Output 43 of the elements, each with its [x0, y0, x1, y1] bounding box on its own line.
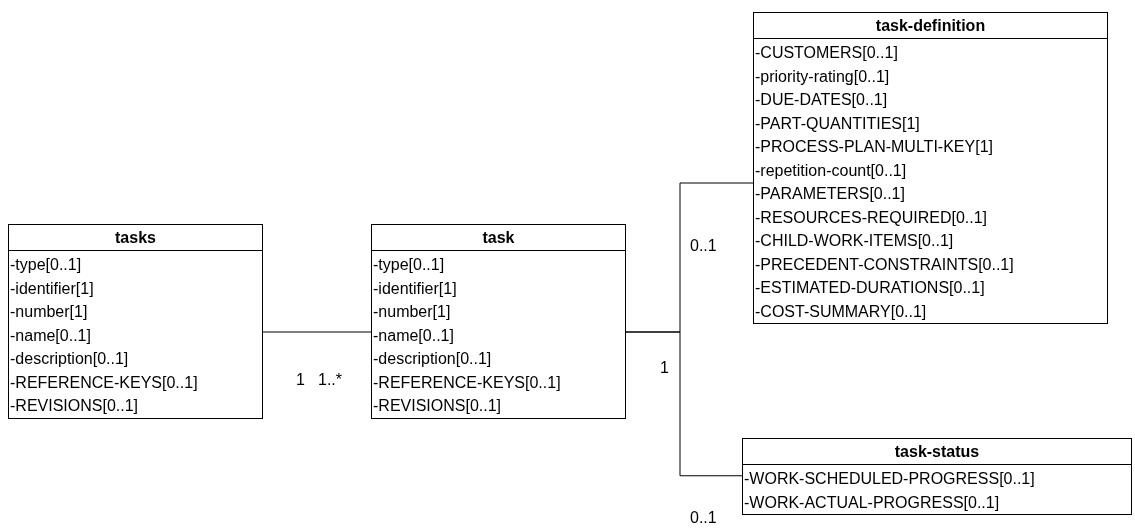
class-name: task-status [743, 439, 1131, 465]
attribute-text: -REFERENCE-KEYS[0..1] [9, 372, 198, 393]
attribute-text: -number[1] [9, 302, 88, 322]
attribute-text: -RESOURCES-REQUIRED[0..1] [754, 207, 988, 228]
attribute-text: -priority-rating[0..1] [754, 66, 890, 87]
attribute-text: -WORK-SCHEDULED-PROGRESS[0..1] [743, 469, 1035, 489]
class-box [742, 438, 1132, 515]
attribute-text: -DUE-DATES[0..1] [754, 90, 888, 110]
association-line [262, 331, 372, 333]
association-line [625, 331, 743, 477]
attribute-text: -CUSTOMERS[0..1] [754, 43, 898, 63]
attribute-text: -COST-SUMMARY[0..1] [754, 301, 927, 322]
attribute-text: -repetition-count[0..1] [754, 160, 907, 181]
class-name: task-definition [754, 13, 1107, 39]
multiplicity-label: 0..1 [690, 236, 717, 256]
attribute-text: -PART-QUANTITIES[1] [754, 113, 920, 134]
class-box [8, 224, 263, 419]
class-box [753, 12, 1108, 324]
attribute-text: -number[1] [372, 302, 451, 322]
attribute-text: -PARAMETERS[0..1] [754, 184, 905, 204]
class-box [371, 224, 626, 419]
attribute-text: -WORK-ACTUAL-PROGRESS[0..1] [743, 492, 1000, 513]
attribute-text: -type[0..1] [372, 255, 445, 275]
attribute-text: -description[0..1] [372, 349, 492, 369]
multiplicity-label: 1 [296, 370, 305, 390]
attribute-text: -ESTIMATED-DURATIONS[0..1] [754, 278, 985, 298]
attribute-text: -PROCESS-PLAN-MULTI-KEY[1] [754, 137, 993, 157]
attribute-text: -REVISIONS[0..1] [9, 396, 139, 416]
attribute-text: -REFERENCE-KEYS[0..1] [372, 372, 561, 393]
class-name: tasks [9, 225, 262, 251]
attribute-text: -name[0..1] [372, 325, 454, 346]
multiplicity-label: 1..* [318, 370, 342, 390]
attribute-text: -description[0..1] [9, 349, 129, 369]
class-name: task [372, 225, 625, 251]
attribute-text: -type[0..1] [9, 255, 82, 275]
attribute-text: -identifier[1] [372, 278, 457, 299]
attribute-text: -PRECEDENT-CONSTRAINTS[0..1] [754, 254, 1014, 275]
attribute-text: -name[0..1] [9, 325, 91, 346]
attribute-text: -identifier[1] [9, 278, 94, 299]
multiplicity-label: 0..1 [690, 508, 717, 528]
multiplicity-label: 1 [660, 358, 669, 378]
attribute-text: -CHILD-WORK-ITEMS[0..1] [754, 231, 954, 251]
attribute-text: -REVISIONS[0..1] [372, 396, 502, 416]
